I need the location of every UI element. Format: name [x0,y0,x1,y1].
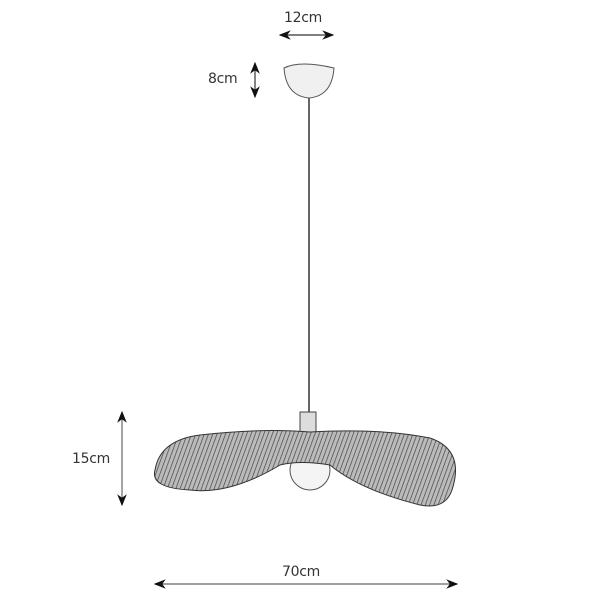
shade-icon [153,430,456,507]
canopy-height-label: 8cm [208,71,238,87]
canopy-width-label: 12cm [284,10,322,26]
shade-height-label: 15cm [72,451,110,467]
socket-icon [299,411,317,433]
shade-width-label: 70cm [282,564,320,580]
canopy-icon [283,63,335,99]
